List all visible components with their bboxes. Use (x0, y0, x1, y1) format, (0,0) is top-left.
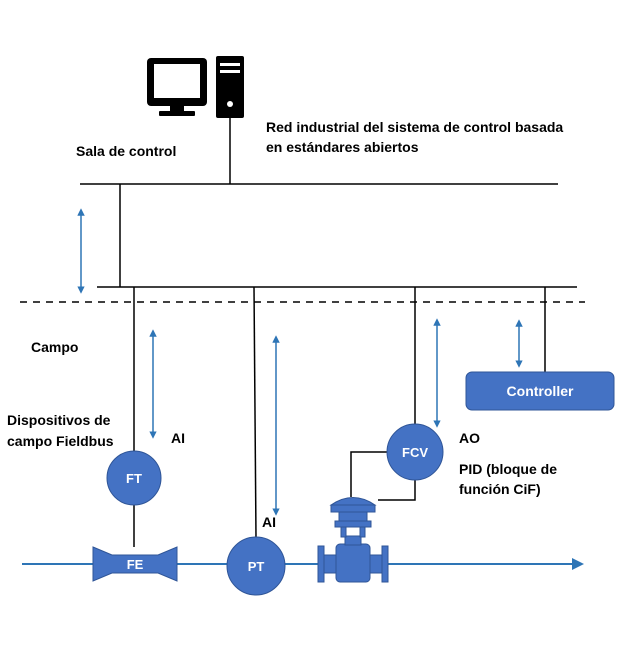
controller-box (465, 371, 615, 411)
pt-drop-line (253, 286, 257, 539)
control-valve-icon (317, 497, 389, 583)
ft-node (106, 450, 162, 506)
fe-label: FE (127, 557, 144, 572)
field-label: Campo (31, 339, 78, 355)
ft-label: FT (126, 471, 142, 486)
pt-label: PT (248, 559, 265, 574)
network-label-line1: Red industrial del sistema de control ba… (266, 119, 563, 135)
pid-label-line1: PID (bloque de (459, 461, 557, 477)
controller-label: Controller (507, 383, 574, 399)
fcv-actuator-line (350, 451, 392, 497)
fcv-label: FCV (402, 445, 428, 460)
ft-ai-label: AI (171, 430, 185, 446)
pt-node (226, 536, 286, 596)
fcv-node (386, 423, 444, 481)
devices-label-line1: Dispositivos de (7, 412, 111, 428)
network-label-line2: en estándares abiertos (266, 139, 419, 155)
fcv-actuator-line-2 (378, 480, 416, 501)
pid-label-line2: función CiF) (459, 481, 541, 497)
ao-label: AO (459, 430, 480, 446)
control-room-label: Sala de control (76, 143, 176, 159)
devices-label-line2: campo Fieldbus (7, 433, 114, 449)
fe-element (92, 546, 178, 582)
pt-ai-label: AI (262, 514, 276, 530)
computer-icon (147, 56, 244, 118)
